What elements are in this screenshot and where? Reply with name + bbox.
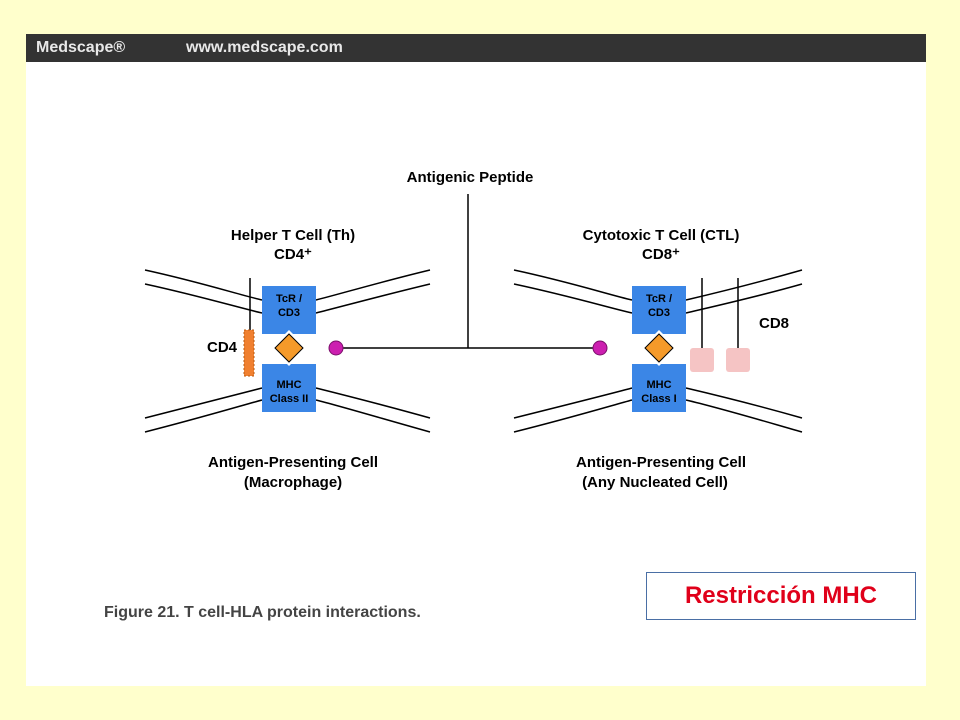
cytotoxic-cd3-label: CD3 xyxy=(648,307,670,319)
medscape-logo: Medscape® xyxy=(36,39,126,56)
helper-cell-marker: CD4⁺ xyxy=(274,246,312,263)
helper-mhc-class-label: Class II xyxy=(270,393,309,405)
helper-cell-title: Helper T Cell (Th) xyxy=(231,227,355,244)
cd8-domain-1 xyxy=(690,348,714,372)
cd4-coreceptor xyxy=(243,329,255,377)
cd4-label: CD4 xyxy=(207,339,238,356)
antigenic-peptide-label: Antigenic Peptide xyxy=(407,169,534,186)
cytotoxic-peptide-ball xyxy=(592,340,608,356)
helper-tcr-cd3-box xyxy=(262,286,316,334)
helper-tcr-label: TcR / xyxy=(276,293,302,305)
cytotoxic-antigen-diamond xyxy=(644,333,674,363)
figure-frame: Medscape® www.medscape.com xyxy=(26,34,926,686)
cytotoxic-apc-title: Antigen-Presenting Cell xyxy=(576,454,746,471)
medscape-url: www.medscape.com xyxy=(186,39,343,56)
cytotoxic-apc-membrane-outer-right xyxy=(685,387,803,419)
helper-antigen-diamond xyxy=(274,333,304,363)
cytotoxic-cell-marker: CD8⁺ xyxy=(642,246,680,263)
helper-tcell-membrane-inner-right xyxy=(315,283,431,314)
cytotoxic-tcell-membrane-inner-left xyxy=(513,283,633,314)
helper-apc-membrane-outer-right xyxy=(315,387,431,419)
helper-apc-membrane-inner-right xyxy=(315,399,431,433)
cytotoxic-mhc-label: MHC xyxy=(646,379,671,391)
helper-mhc-label: MHC xyxy=(276,379,301,391)
helper-tcell-membrane-inner-left xyxy=(144,283,263,314)
cytotoxic-tcell-membrane-inner-right xyxy=(685,283,803,314)
cytotoxic-apc-subtitle: (Any Nucleated Cell) xyxy=(582,474,728,491)
helper-apc-title: Antigen-Presenting Cell xyxy=(208,454,378,471)
helper-apc-membrane-outer-left xyxy=(144,387,263,419)
cytotoxic-tcell-membrane-outer-right xyxy=(685,269,803,301)
cytotoxic-apc-membrane-outer-left xyxy=(513,387,633,419)
cytotoxic-cell-title: Cytotoxic T Cell (CTL) xyxy=(583,227,740,244)
helper-apc-membrane-inner-left xyxy=(144,399,263,433)
cytotoxic-tcr-label: TcR / xyxy=(646,293,672,305)
figure-caption: Figure 21. T cell-HLA protein interactio… xyxy=(104,604,421,621)
helper-cd3-label: CD3 xyxy=(278,307,300,319)
helper-mhc-box xyxy=(262,364,316,412)
cd8-domain-2 xyxy=(726,348,750,372)
helper-tcell-membrane-outer-left xyxy=(144,269,263,301)
cytotoxic-apc-membrane-inner-right xyxy=(685,399,803,433)
cytotoxic-tcr-cd3-box xyxy=(632,286,686,334)
cytotoxic-tcell-membrane-outer-left xyxy=(513,269,633,301)
cytotoxic-apc-membrane-inner-left xyxy=(513,399,633,433)
cd8-label: CD8 xyxy=(759,315,789,332)
helper-apc-subtitle: (Macrophage) xyxy=(244,474,342,491)
mhc-restriction-label: Restricción MHC xyxy=(646,572,916,620)
cytotoxic-mhc-class-label: Class I xyxy=(641,393,676,405)
helper-peptide-ball xyxy=(328,340,344,356)
cytotoxic-mhc-box xyxy=(632,364,686,412)
medscape-banner: Medscape® www.medscape.com xyxy=(26,34,926,62)
helper-tcell-membrane-outer-right xyxy=(315,269,431,301)
